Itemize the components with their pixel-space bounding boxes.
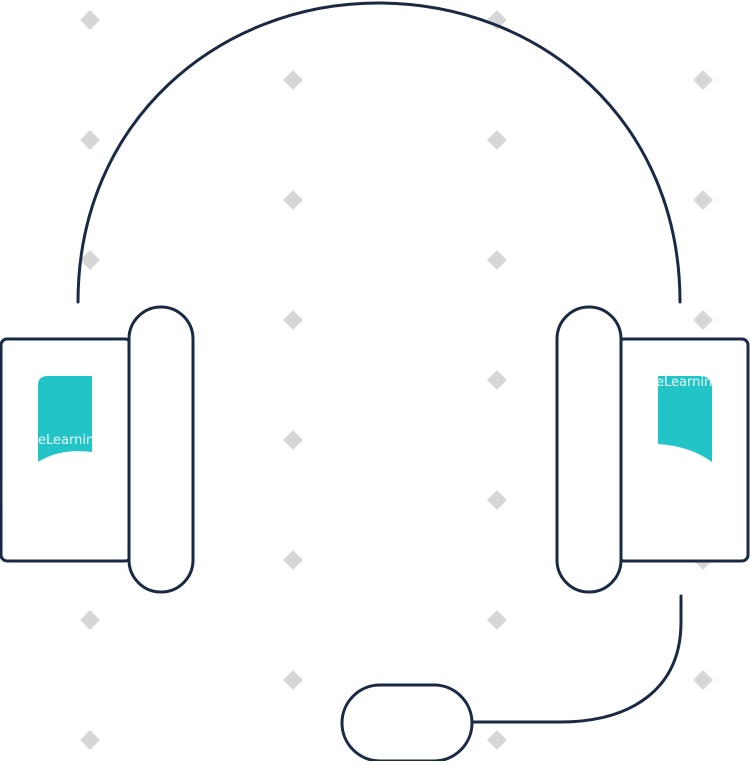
watermark-diamond bbox=[487, 370, 507, 390]
headband-arc bbox=[76, 1, 682, 304]
watermark-diamond bbox=[80, 610, 100, 630]
right-accent-shape bbox=[658, 376, 712, 462]
left-accent-shape bbox=[38, 376, 92, 462]
watermark-text: eLearning bbox=[38, 433, 102, 448]
microphone-capsule bbox=[340, 683, 474, 763]
watermark-diamond bbox=[283, 70, 303, 90]
watermark-text: eLearning bbox=[656, 375, 720, 390]
watermark-diamond bbox=[693, 190, 713, 210]
watermark-diamond bbox=[80, 10, 100, 30]
watermark-diamond bbox=[693, 70, 713, 90]
watermark-diamond bbox=[80, 130, 100, 150]
watermark-diamond bbox=[80, 250, 100, 270]
right-ear-block bbox=[616, 337, 750, 563]
watermark-diamond bbox=[693, 670, 713, 690]
watermark-diamond bbox=[80, 730, 100, 750]
right-ear-cushion bbox=[555, 305, 623, 594]
watermark-diamond bbox=[693, 310, 713, 330]
watermark-diamond bbox=[487, 610, 507, 630]
watermark-diamond bbox=[283, 670, 303, 690]
left-ear-cushion bbox=[127, 305, 195, 594]
watermark-diamond bbox=[283, 310, 303, 330]
watermark-diamond bbox=[487, 490, 507, 510]
watermark-diamond bbox=[487, 250, 507, 270]
watermark-diamond bbox=[283, 430, 303, 450]
watermark-diamond bbox=[283, 190, 303, 210]
watermark-diamond bbox=[487, 730, 507, 750]
watermark-diamond bbox=[283, 550, 303, 570]
microphone-boom bbox=[468, 594, 683, 724]
watermark-diamond bbox=[487, 130, 507, 150]
